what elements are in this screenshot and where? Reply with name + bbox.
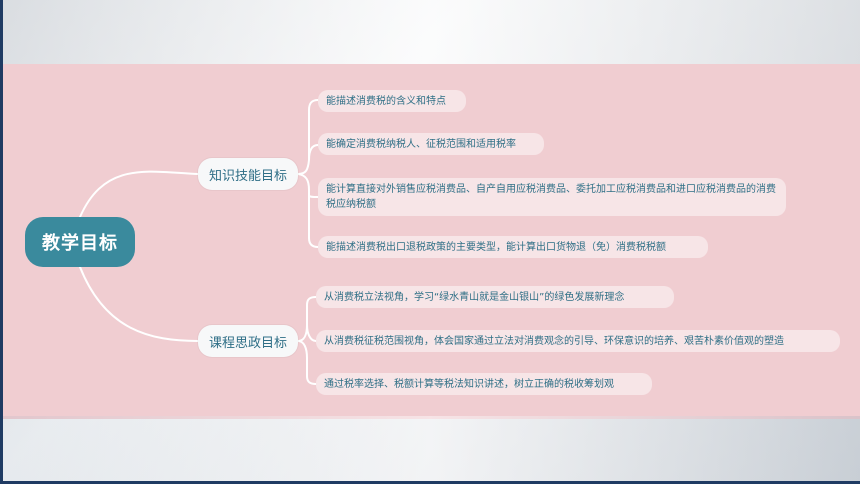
knowledge-item-3: 能计算直接对外销售应税消费品、自产自用应税消费品、委托加工应税消费品和进口应税消… (318, 178, 786, 216)
left-frame-rule (0, 0, 3, 484)
connector-knowledge-leaves (297, 99, 319, 248)
branch-course-ideology: 课程思政目标 (198, 325, 298, 357)
branch-knowledge-skills: 知识技能目标 (198, 158, 298, 190)
bottom-frame-rule (0, 481, 860, 484)
bottom-background (0, 416, 860, 481)
top-background (0, 0, 860, 64)
knowledge-item-1: 能描述消费税的含义和特点 (318, 90, 466, 112)
knowledge-item-4: 能描述消费税出口退税政策的主要类型，能计算出口货物退（免）消费税税额 (318, 236, 708, 258)
connector-ideology-leaves (297, 296, 317, 385)
ideology-item-2: 从消费税征税范围视角，体会国家通过立法对消费观念的引导、环保意识的培养、艰苦朴素… (316, 330, 840, 352)
ideology-item-1: 从消费税立法视角，学习“绿水青山就是金山银山”的绿色发展新理念 (316, 286, 674, 308)
connector-root-ideology (79, 266, 199, 342)
knowledge-item-2: 能确定消费税纳税人、征税范围和适用税率 (318, 133, 544, 155)
root-node: 教学目标 (25, 217, 135, 267)
ideology-item-3: 通过税率选择、税额计算等税法知识讲述，树立正确的税收筹划观 (316, 373, 652, 395)
connector-root-knowledge (79, 170, 199, 218)
